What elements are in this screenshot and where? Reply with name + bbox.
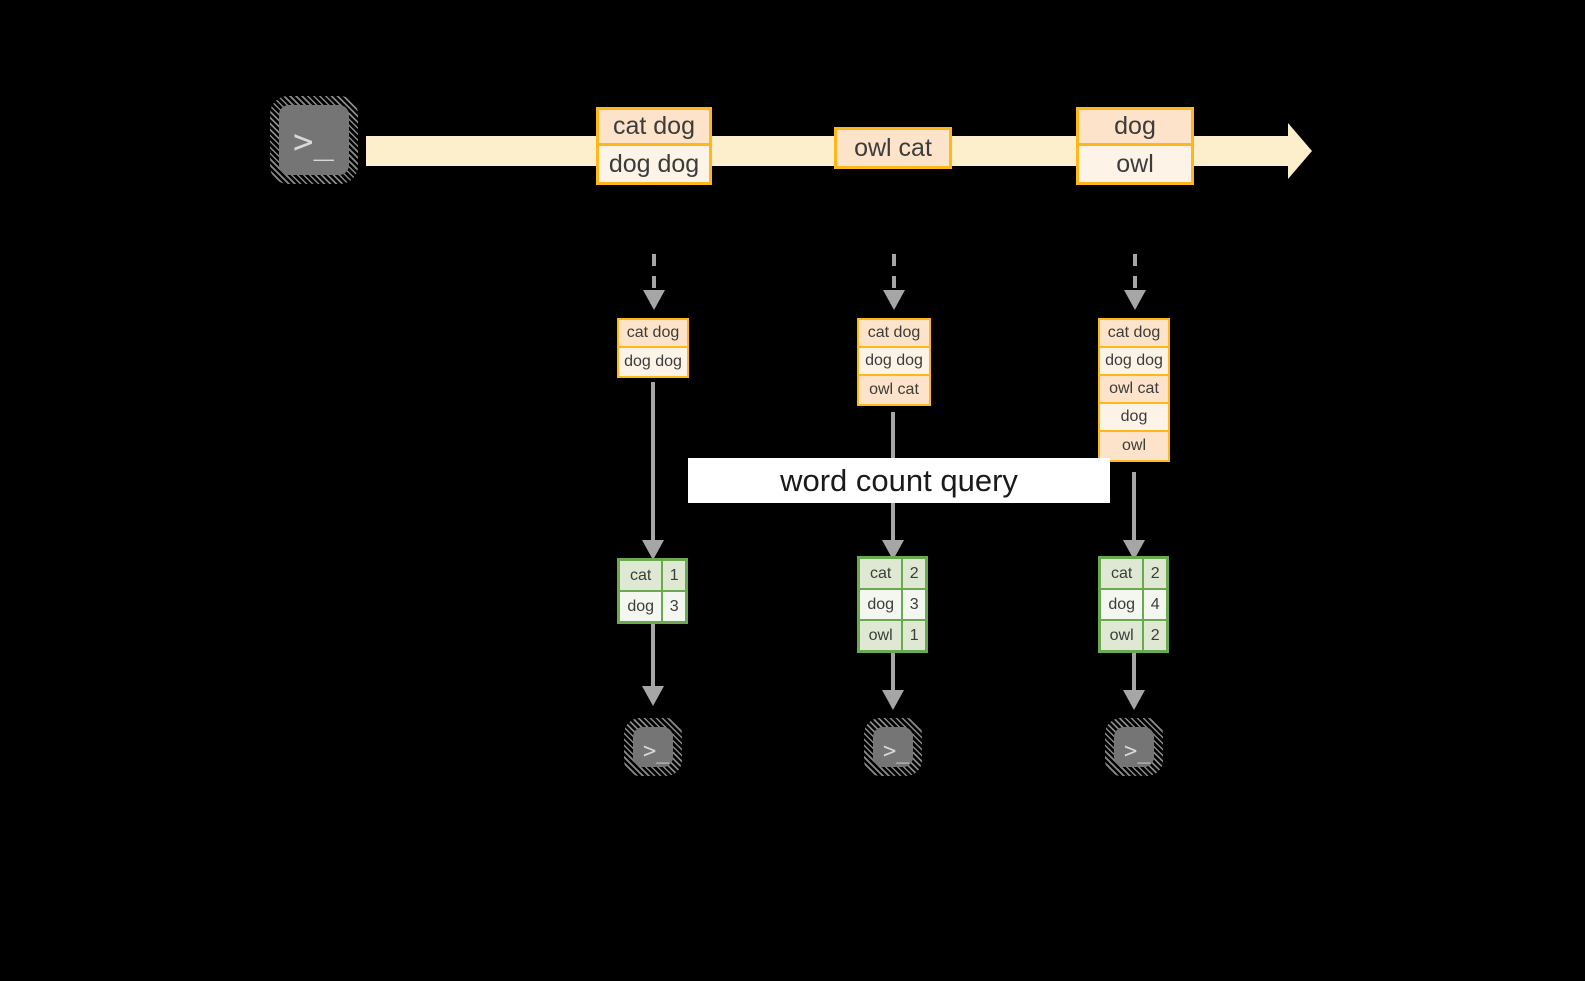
query-label-band: word count query	[688, 458, 1110, 503]
result-word-cell: owl	[860, 621, 904, 650]
event-line: dog dog	[619, 348, 687, 376]
result-count-cell: 1	[903, 621, 925, 650]
stream-to-snapshot-arrowhead-icon	[1124, 290, 1146, 310]
result-word-cell: cat	[620, 561, 664, 590]
event-line: owl cat	[837, 130, 949, 166]
event-line: owl	[1100, 432, 1168, 460]
terminal-screen	[633, 727, 673, 767]
result-to-consumer-connector	[891, 650, 895, 696]
event-line: dog	[1079, 110, 1191, 146]
event-line: cat dog	[599, 110, 709, 146]
result-to-consumer-arrowhead-icon	[642, 686, 664, 706]
event-line: owl cat	[859, 376, 929, 404]
stream-to-snapshot-connector	[892, 254, 896, 292]
result-word-cell: dog	[1101, 590, 1145, 619]
result-word-cell: cat	[1101, 559, 1145, 588]
result-count-cell: 4	[1144, 590, 1166, 619]
result-word-cell: dog	[860, 590, 904, 619]
event-line: cat dog	[619, 320, 687, 348]
query-connector-arrowhead-icon	[882, 540, 904, 560]
stream-to-snapshot-connector	[652, 254, 656, 292]
producer-terminal-icon: >_	[270, 96, 358, 184]
result-count-cell: 3	[903, 590, 925, 619]
event-line: cat dog	[1100, 320, 1168, 348]
query-label: word count query	[780, 462, 1018, 498]
event-line: owl	[1079, 146, 1191, 182]
consumer-terminal-icon: >_	[864, 718, 922, 776]
event-line: owl cat	[1100, 376, 1168, 404]
result-to-consumer-connector	[651, 622, 655, 692]
result-to-consumer-connector	[1132, 650, 1136, 696]
query-connector	[1132, 472, 1136, 547]
query-connector-arrowhead-icon	[642, 540, 664, 560]
result-word-cell: cat	[860, 559, 904, 588]
result-to-consumer-arrowhead-icon	[882, 690, 904, 710]
event-line: dog dog	[859, 348, 929, 376]
event-line: cat dog	[859, 320, 929, 348]
result-count-cell: 2	[1144, 559, 1166, 588]
terminal-prompt-glyph: >_	[643, 739, 670, 764]
result-to-consumer-arrowhead-icon	[1123, 690, 1145, 710]
result-count-cell: 2	[903, 559, 925, 588]
result-count-cell: 3	[663, 592, 685, 621]
event-line: dog dog	[599, 146, 709, 182]
result-word-cell: dog	[620, 592, 664, 621]
event-line: dog dog	[1100, 348, 1168, 376]
query-connector	[651, 382, 655, 547]
terminal-prompt-glyph: >_	[293, 122, 334, 162]
consumer-terminal-icon: >_	[624, 718, 682, 776]
stream-arrow-head-icon	[1288, 123, 1312, 179]
terminal-screen	[1114, 727, 1154, 767]
stream-event-group: owl cat	[834, 127, 952, 169]
result-count-cell: 2	[1144, 621, 1166, 650]
consumer-terminal-icon: >_	[1105, 718, 1163, 776]
terminal-screen	[873, 727, 913, 767]
query-connector-arrowhead-icon	[1123, 540, 1145, 560]
event-line: dog	[1100, 404, 1168, 432]
stream-to-snapshot-arrowhead-icon	[883, 290, 905, 310]
stream-to-snapshot-connector	[1133, 254, 1137, 292]
terminal-screen	[279, 105, 349, 175]
terminal-prompt-glyph: >_	[1124, 739, 1151, 764]
stream-to-snapshot-arrowhead-icon	[643, 290, 665, 310]
result-word-cell: owl	[1101, 621, 1145, 650]
result-count-cell: 1	[663, 561, 685, 590]
terminal-prompt-glyph: >_	[883, 739, 910, 764]
